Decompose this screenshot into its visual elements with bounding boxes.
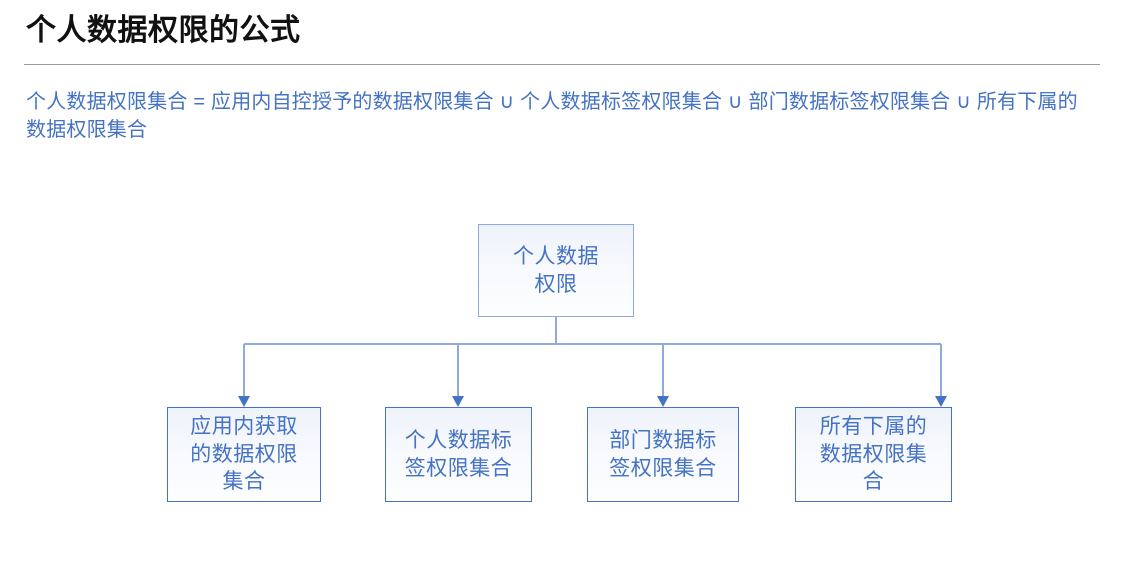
arrowhead-2 bbox=[657, 396, 669, 407]
node-root-label: 个人数据 权限 bbox=[513, 244, 599, 296]
title-divider bbox=[24, 64, 1100, 65]
page-title: 个人数据权限的公式 bbox=[26, 14, 301, 47]
node-all-subordinates-permissions[interactable]: 所有下属的 数据权限集 合 bbox=[795, 407, 952, 502]
node-department-data-tag-permissions[interactable]: 部门数据标 签权限集合 bbox=[587, 407, 739, 502]
node-child-0-label: 应用内获取 的数据权限 集合 bbox=[190, 414, 298, 494]
node-personal-data-permission[interactable]: 个人数据 权限 bbox=[478, 224, 634, 317]
node-child-1-label: 个人数据标 签权限集合 bbox=[404, 428, 513, 480]
arrowhead-3 bbox=[935, 396, 947, 407]
node-child-2-label: 部门数据标 签权限集合 bbox=[609, 428, 717, 480]
arrowhead-0 bbox=[238, 396, 250, 407]
formula-text: 个人数据权限集合 = 应用内自控授予的数据权限集合 ∪ 个人数据标签权限集合 ∪… bbox=[26, 91, 1078, 142]
node-child-3-label: 所有下属的 数据权限集 合 bbox=[819, 414, 928, 494]
node-personal-data-tag-permissions[interactable]: 个人数据标 签权限集合 bbox=[385, 407, 532, 502]
node-in-app-acquired-permissions[interactable]: 应用内获取 的数据权限 集合 bbox=[167, 407, 321, 502]
arrowhead-1 bbox=[452, 396, 464, 407]
